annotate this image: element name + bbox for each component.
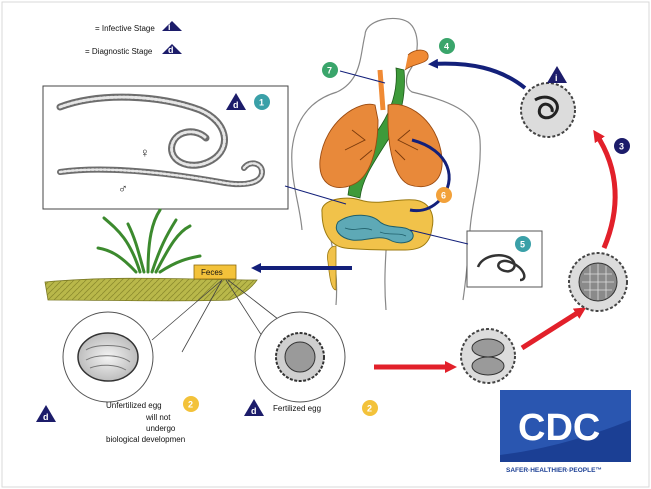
stage-3-badge: 3 — [614, 138, 630, 154]
cdc-logo: CDC SAFER·HEALTHIER·PEOPLE™ — [500, 390, 631, 474]
svg-text:7: 7 — [327, 66, 332, 76]
svg-text:undergo: undergo — [146, 424, 176, 433]
cdc-tagline: SAFER·HEALTHIER·PEOPLE™ — [506, 467, 602, 474]
unfertilized-egg-label: Unfertilized egg — [106, 401, 162, 410]
feces-label: Feces — [201, 268, 223, 277]
svg-text:2: 2 — [367, 404, 372, 414]
female-symbol: ♀ — [140, 145, 150, 160]
fertilized-egg — [255, 312, 345, 402]
infective-marker-label: i — [168, 22, 171, 32]
svg-text:d: d — [251, 406, 257, 416]
svg-text:will not: will not — [145, 413, 171, 422]
svg-text:d: d — [233, 100, 239, 110]
legend-diagnostic-text: = Diagnostic Stage — [85, 47, 153, 56]
diagnostic-marker-label: d — [168, 45, 174, 55]
svg-text:5: 5 — [520, 240, 525, 250]
svg-text:i: i — [555, 73, 558, 83]
stage-7-badge: 7 — [322, 62, 338, 78]
larva-panel: 5 — [467, 231, 542, 287]
cdc-logo-text: CDC — [518, 407, 600, 449]
unfertilized-egg — [63, 312, 153, 402]
stage-6-badge: 6 — [436, 187, 452, 203]
svg-text:1: 1 — [259, 98, 264, 108]
egg-cleavage — [461, 329, 515, 383]
fertilized-egg-label: Fertilized egg — [273, 404, 321, 413]
svg-text:4: 4 — [444, 42, 449, 52]
legend-infective-text: = Infective Stage — [95, 24, 155, 33]
svg-text:2: 2 — [188, 400, 193, 410]
male-symbol: ♂ — [118, 181, 128, 196]
egg-morula — [569, 253, 627, 311]
adult-worms-panel: ♀ ♂ — [43, 86, 288, 209]
svg-text:3: 3 — [619, 142, 624, 152]
stage-4-badge: 4 — [439, 38, 455, 54]
svg-text:6: 6 — [441, 191, 446, 201]
egg-embryonated — [521, 83, 575, 137]
svg-text:d: d — [43, 412, 49, 422]
svg-text:biological developmen: biological developmen — [106, 435, 185, 444]
